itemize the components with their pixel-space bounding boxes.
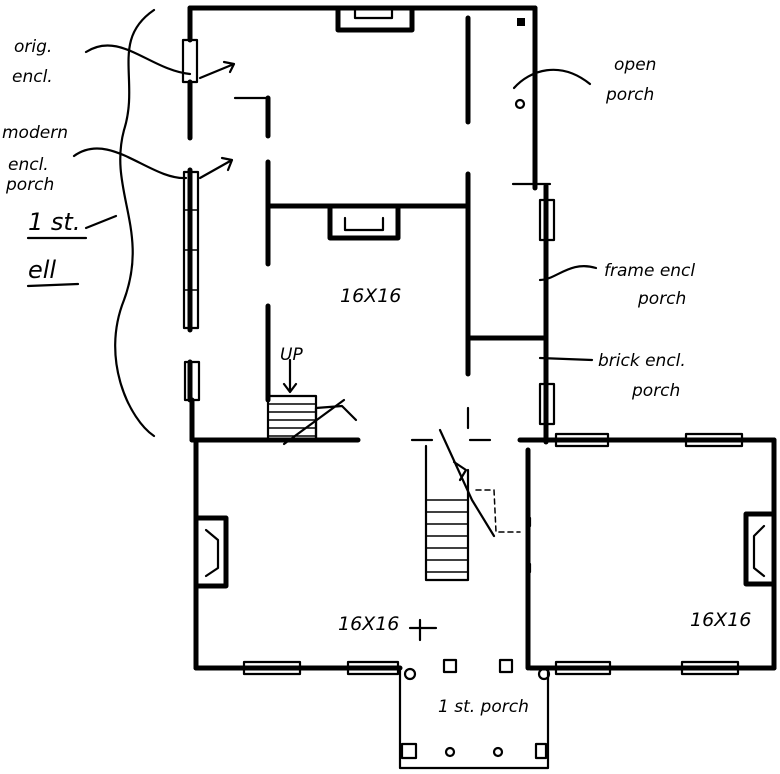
label-frame-encl-porch-1: frame encl xyxy=(604,261,695,281)
ell-stair xyxy=(266,358,358,446)
label-front-porch: 1 st. porch xyxy=(438,697,529,717)
main-windows xyxy=(242,432,744,676)
ell-walls xyxy=(187,5,552,445)
right-fireplace xyxy=(743,511,777,587)
label-open-porch-2: porch xyxy=(605,85,654,105)
label-modern-encl-porch-2: encl. xyxy=(8,155,49,175)
top-chimney xyxy=(335,5,526,110)
main-walls xyxy=(193,406,777,671)
room-label-ell: 16X16 xyxy=(340,285,401,307)
front-porch xyxy=(398,658,551,770)
annotation-arrows xyxy=(198,60,236,180)
label-modern-encl-porch-3: porch xyxy=(5,175,54,195)
right-annotation-leaders xyxy=(512,68,598,362)
left-annotation-brace xyxy=(26,8,192,438)
main-stair xyxy=(424,428,521,582)
left-fireplace xyxy=(193,515,229,589)
label-ell: ell xyxy=(28,256,56,284)
room-label-front-right: 16X16 xyxy=(690,609,751,631)
label-stair-up: UP xyxy=(280,345,303,365)
label-orig-encl-1: orig. xyxy=(14,37,52,57)
label-open-porch-1: open xyxy=(614,55,656,75)
label-orig-encl-2: encl. xyxy=(12,67,53,87)
label-first-story-1: 1 st. xyxy=(28,208,80,236)
label-brick-encl-porch-2: porch xyxy=(631,381,680,401)
ell-windows xyxy=(181,38,556,426)
room-label-front-left: 16X16 xyxy=(338,613,399,635)
label-frame-encl-porch-2: porch xyxy=(637,289,686,309)
label-brick-encl-porch-1: brick encl. xyxy=(598,351,686,371)
ell-chimney xyxy=(327,203,401,241)
label-modern-encl-porch-1: modern xyxy=(2,123,68,143)
